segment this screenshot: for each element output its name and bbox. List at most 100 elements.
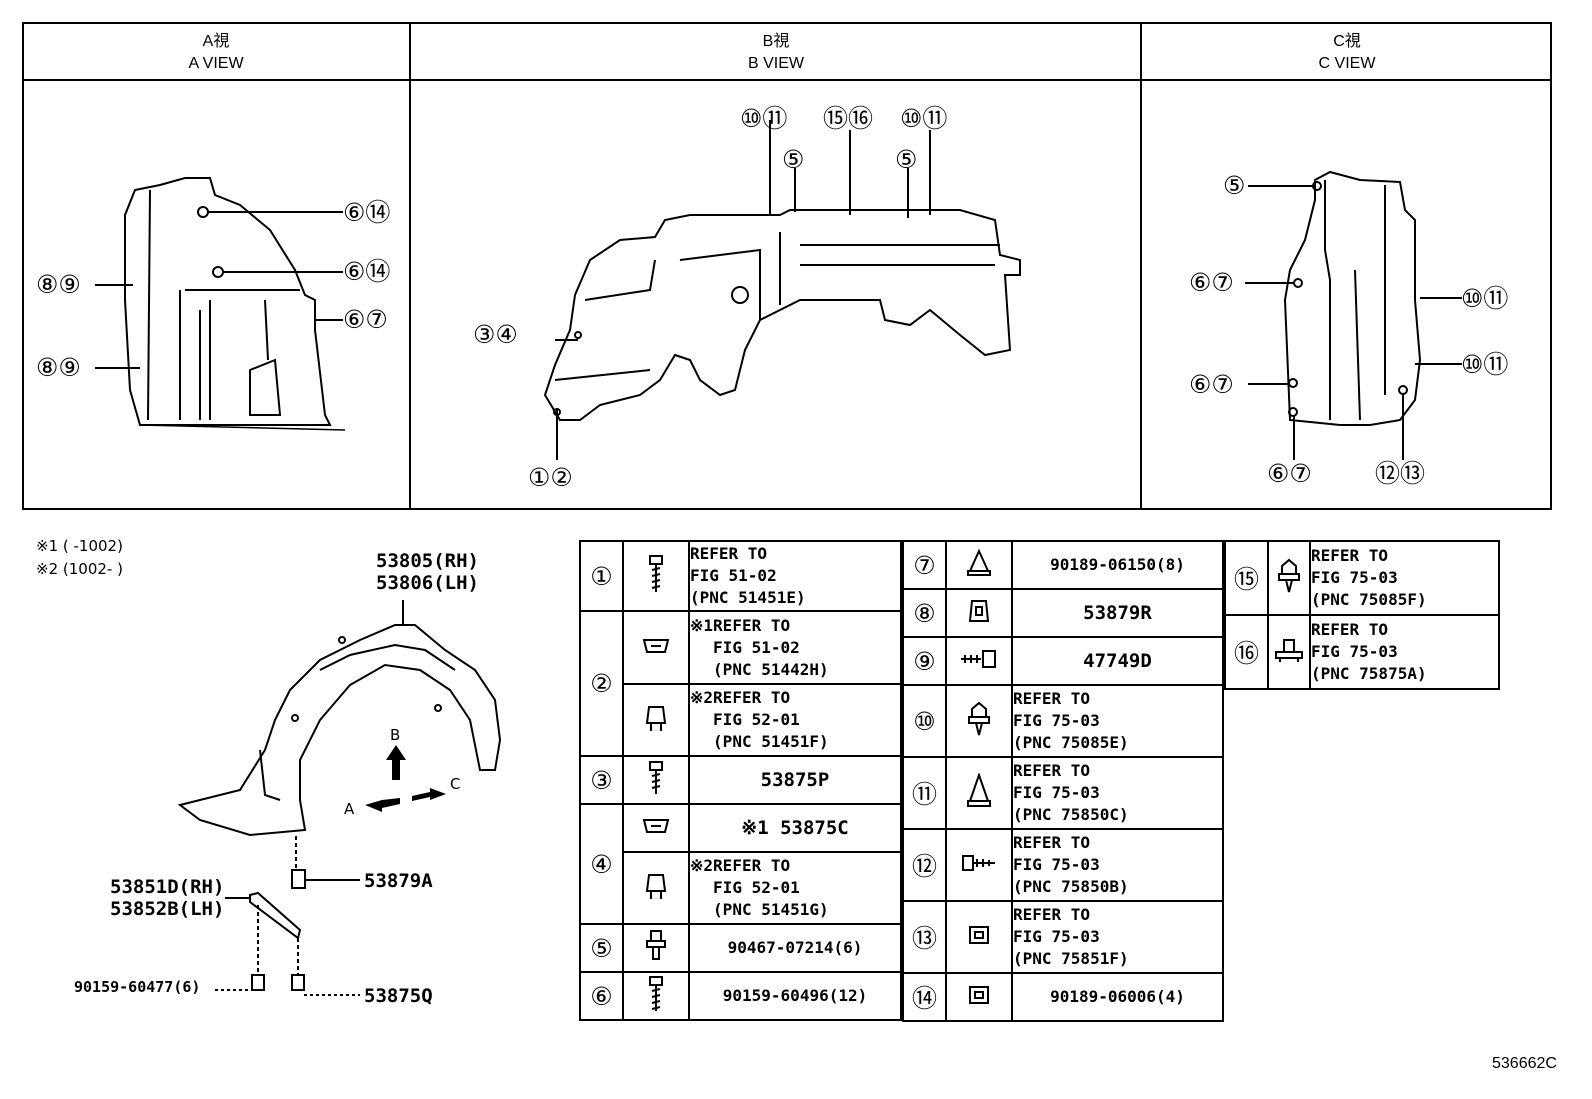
ref-number: ⑤ [579,923,624,973]
b-callout-5-left: ⑤ [782,145,805,174]
c-callout-6-7-lower: ⑥⑦ [1267,459,1312,488]
b-view-drawing [543,120,1021,460]
a-callout-8-9-lower: ⑧⑨ [36,353,81,382]
part-description: REFER TO FIG 75-03 (PNC 75850B) [1011,828,1224,902]
part-description: REFER TO FIG 75-03 (PNC 75850C) [1011,756,1224,830]
direction-arrows [365,745,446,812]
a-view-drawing [95,177,346,431]
table-row: ※2REFER TO FIG 52-01 (PNC 51451F) [580,683,902,757]
fender-liner-assembly-drawing [177,600,502,996]
parts-table-col1: ① REFER TO FIG 51-02 (PNC 51451E) ② ※1RE… [579,540,902,1021]
part-description: ※2REFER TO FIG 52-01 (PNC 51451G) [688,851,902,925]
part-description: REFER TO FIG 75-03 (PNC 75851F) [1011,900,1224,974]
b-view-header: B視 B VIEW [411,31,1141,75]
clip-nut-icon [622,851,690,925]
part-description: REFER TO FIG 75-03 (PNC 75085F) [1309,540,1500,616]
c-callout-6-7-upper: ⑥⑦ [1189,268,1234,297]
table-row: ※2REFER TO FIG 52-01 (PNC 51451G) [580,851,902,925]
table-row: ⑯ REFER TO FIG 75-03 (PNC 75875A) [1224,614,1500,690]
nut-icon [945,900,1013,974]
c-view-header: C視 C VIEW [1142,31,1552,75]
retainer-clip-icon [945,588,1013,638]
a-callout-6-7: ⑥⑦ [343,305,388,334]
c-callout-10-11-upper: ⑩⑪ [1461,284,1509,313]
table-row: ⑫ REFER TO FIG 75-03 (PNC 75850B) [902,828,1224,902]
table-row: ⑮ REFER TO FIG 75-03 (PNC 75085F) [1224,540,1500,616]
ref-number: ⑦ [902,540,947,590]
ref-number: ⑭ [902,972,947,1022]
b-callout-1-2: ①② [528,463,573,492]
b-view-title-en: B VIEW [747,55,804,72]
clip-nut-icon [622,610,690,685]
part-description: REFER TO FIG 75-03 (PNC 75085E) [1011,684,1224,758]
ref-number: ④ [579,803,624,925]
ref-number: ⑯ [1224,614,1269,690]
part-description: 90189-06150(8) [1011,540,1224,590]
clip-nut-icon [622,683,690,757]
part-description: 90159-60496(12) [688,971,902,1021]
b-callout-15-16: ⑮⑯ [823,104,874,133]
ref-number: ③ [579,755,624,805]
a-view-title-en: A VIEW [188,55,244,72]
table-row: ① REFER TO FIG 51-02 (PNC 51451E) [579,540,902,612]
part-description: REFER TO FIG 75-03 (PNC 75875A) [1309,614,1500,690]
c-callout-10-11-lower: ⑩⑪ [1461,350,1509,379]
a-callout-6-14-middle: ⑥⑭ [343,257,391,286]
arrow-a-label: A [344,800,355,818]
figure-id: 536662C [1492,1055,1557,1072]
grommet-screw-icon [945,636,1013,686]
ref-number: ⑬ [902,900,947,974]
parts-table-col3: ⑮ REFER TO FIG 75-03 (PNC 75085F) ⑯ REFE… [1224,540,1500,690]
part-description: 47749D [1011,636,1224,686]
ref-number: ⑥ [579,971,624,1021]
bolt-icon [622,755,690,805]
clip-nut-icon [622,803,690,853]
label-bolt-90159: 90159-60477(6) [74,978,201,996]
a-view-title-jp: A視 [202,33,230,50]
part-description: 53875P [688,755,902,805]
table-row: ⑬ REFER TO FIG 75-03 (PNC 75851F) [902,900,1224,974]
table-row: ③ 53875P [579,755,902,805]
retainer-clip-icon [1267,614,1311,690]
label-fender-liner: 53805(RH) 53806(LH) [376,550,479,594]
part-description: ※1 53875C [688,803,902,853]
b-callout-10-11-right: ⑩⑪ [900,104,948,133]
c-callout-6-7-middle: ⑥⑦ [1189,370,1234,399]
bolt-icon [622,971,690,1021]
part-description: 90467-07214(6) [688,923,902,973]
label-nut-53875q: 53875Q [364,985,433,1007]
table-row: ⑭ 90189-06006(4) [902,972,1224,1022]
ref-number: ⑪ [902,756,947,830]
arrow-c-label: C [450,775,461,793]
flange-nut-icon [622,923,690,973]
table-row: ⑪ REFER TO FIG 75-03 (PNC 75850C) [902,756,1224,830]
a-callout-6-14-upper: ⑥⑭ [343,198,391,227]
table-row: ② ※1REFER TO FIG 51-02 (PNC 51442H) [579,610,902,757]
label-clip-53879a: 53879A [364,870,433,892]
label-bracket: 53851D(RH) 53852B(LH) [110,876,225,920]
nut-icon [945,972,1013,1022]
part-description: ※1REFER TO FIG 51-02 (PNC 51442H) [688,610,902,685]
ref-number: ⑫ [902,828,947,902]
b-callout-10-11-left: ⑩⑪ [740,104,788,133]
table-row: ④ ※1 53875C [579,803,902,925]
note-2-date-range: ※2 (1002- ) [36,560,123,578]
ref-number: ⑮ [1224,540,1269,616]
a-callout-8-9-upper: ⑧⑨ [36,270,81,299]
bolt-icon [622,540,690,612]
part-description: 53879R [1011,588,1224,638]
ref-number: ② [579,610,624,757]
c-view-title-en: C VIEW [1318,55,1376,72]
a-view-header: A視 A VIEW [22,31,410,75]
arrow-b-label: B [390,726,401,744]
push-rivet-icon [1267,540,1311,616]
part-description: 90189-06006(4) [1011,972,1224,1022]
table-row: ⑦ 90189-06150(8) [902,540,1224,590]
note-1-date-range: ※1 ( -1002) [36,537,123,555]
ref-number: ⑩ [902,684,947,758]
table-row: ⑨ 47749D [902,636,1224,686]
b-callout-5-right: ⑤ [895,145,918,174]
ref-number: ① [579,540,624,612]
c-view-drawing [1245,170,1462,460]
